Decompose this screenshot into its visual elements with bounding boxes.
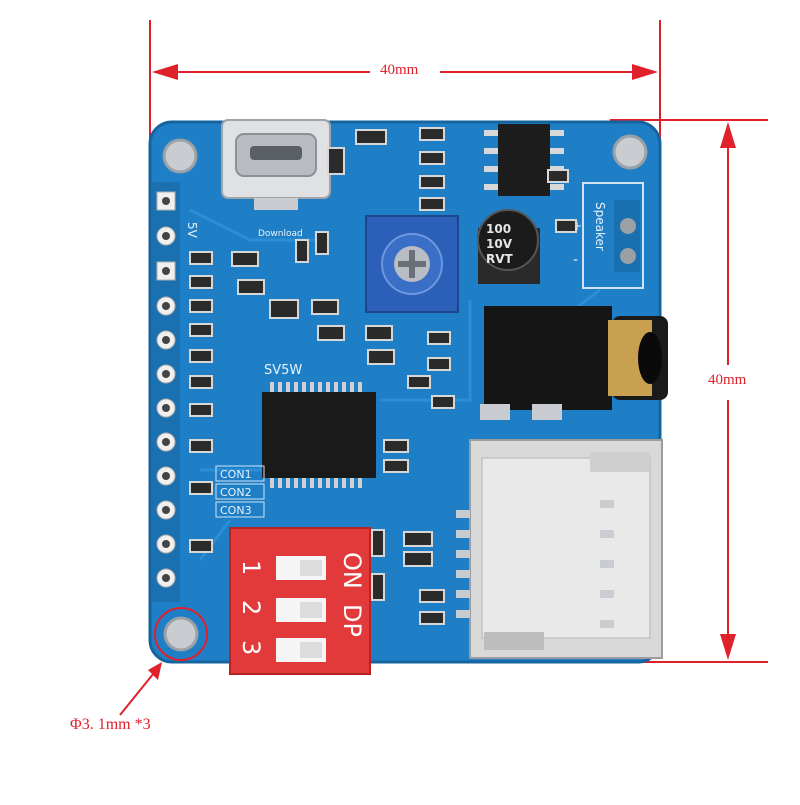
con1-label: CON1 (220, 468, 252, 481)
dip-switch: 1 2 3 ON DP (229, 527, 371, 675)
hole-leader-arrow (148, 662, 162, 680)
con-labels: CON1 CON2 CON3 (215, 465, 265, 518)
capacitor-voltage: 10V (486, 237, 513, 251)
micro-usb-connector: Download (221, 119, 331, 239)
ic-top-right (484, 124, 564, 196)
chip-label: SV5W (264, 363, 302, 378)
dip-position-3: 3 (237, 640, 265, 655)
height-arrow-top (720, 122, 736, 148)
width-arrow-left (152, 64, 178, 80)
dip-position-1: 1 (237, 560, 265, 575)
download-label: Download (258, 229, 303, 239)
speaker-plus-label: + (572, 219, 582, 233)
microsd-slot (456, 439, 663, 659)
speaker-minus-label: - (573, 252, 578, 268)
audio-jack (480, 306, 668, 420)
dimension-lines (119, 20, 768, 716)
con2-label: CON2 (220, 486, 252, 499)
dip-on-label: ON (338, 552, 366, 589)
hole-leader-line (119, 667, 159, 716)
hole-diameter-label: Φ3. 1mm *3 (70, 716, 151, 733)
speaker-terminal: Speaker + - (572, 182, 644, 289)
dip-position-2: 2 (237, 600, 265, 615)
height-arrow-bottom (720, 634, 736, 660)
dip-dp-label: DP (338, 604, 366, 637)
mounting-hole-bottom-left (163, 616, 199, 652)
width-dimension-label: 40mm (380, 62, 419, 78)
header-5v-label: 5V (185, 222, 199, 239)
pin-header-strip (152, 182, 180, 602)
capacitor-value: 100 (486, 222, 511, 236)
mounting-hole-top-left (162, 138, 198, 174)
smd-components (189, 127, 577, 625)
width-arrow-right (632, 64, 658, 80)
electrolytic-capacitor: 100 10V RVT (477, 209, 540, 284)
smd-part (189, 251, 213, 265)
mounting-hole-top-right (612, 134, 648, 170)
hole-highlight-circle (154, 607, 208, 661)
speaker-label: Speaker (593, 202, 607, 251)
con3-label: CON3 (220, 504, 252, 517)
pin-header: 5V (152, 182, 199, 602)
mounting-holes (154, 134, 648, 661)
potentiometer (365, 215, 459, 313)
capacitor-brand: RVT (486, 252, 514, 266)
main-ic: SV5W (262, 363, 376, 488)
height-dimension-label: 40mm (708, 372, 747, 388)
